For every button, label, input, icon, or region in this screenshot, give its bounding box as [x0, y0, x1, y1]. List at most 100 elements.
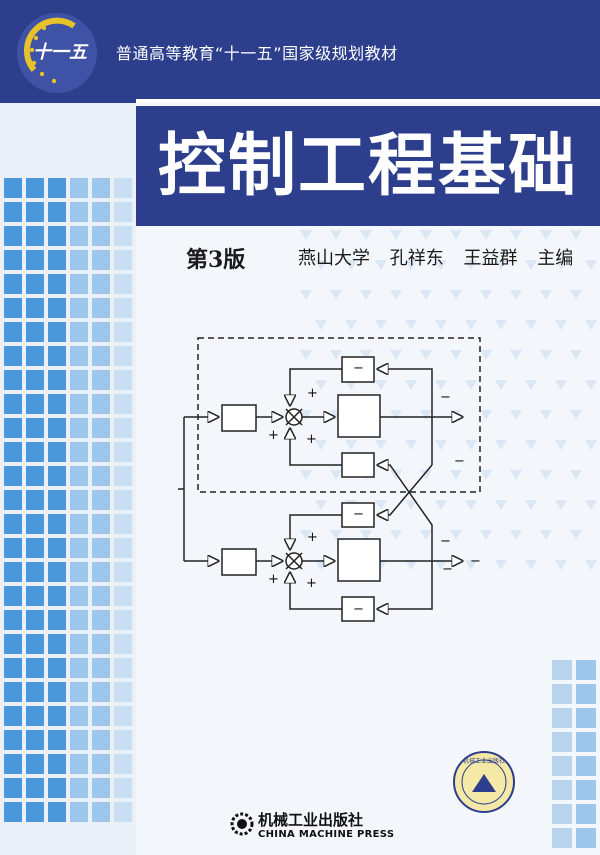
pattern-tile [552, 756, 572, 776]
pattern-tile [26, 586, 44, 606]
pattern-triangle [360, 350, 372, 360]
pattern-triangle [390, 410, 402, 420]
pattern-tile [114, 490, 132, 510]
pattern-triangle [435, 260, 447, 270]
pattern-triangle [525, 560, 537, 570]
pattern-triangle [420, 350, 432, 360]
pattern-tile [552, 708, 572, 728]
pattern-triangle [555, 440, 567, 450]
sign-bot-feedback: − [353, 507, 364, 522]
seal-text: 机械工业出版社 [463, 757, 505, 765]
pattern-tile [70, 562, 88, 582]
pattern-tile [70, 394, 88, 414]
pattern-tile [92, 754, 110, 774]
pattern-tile [26, 226, 44, 246]
publisher-gear-icon [230, 812, 254, 836]
publisher-english: CHINA MACHINE PRESS [258, 829, 395, 840]
sign-top-out-b: − [454, 454, 465, 469]
pattern-triangle [570, 470, 582, 480]
pattern-triangle [360, 290, 372, 300]
pattern-tile [4, 586, 22, 606]
pattern-tile [4, 466, 22, 486]
pattern-tile [4, 610, 22, 630]
pattern-tile [114, 274, 132, 294]
pattern-tile [92, 274, 110, 294]
pattern-triangle [330, 470, 342, 480]
pattern-triangle [435, 320, 447, 330]
sign-top-out-a: − [440, 390, 451, 405]
pattern-triangle [420, 530, 432, 540]
pattern-tile [70, 178, 88, 198]
header-band [0, 0, 600, 103]
pattern-triangle [300, 410, 312, 420]
pattern-tile [114, 610, 132, 630]
pattern-tile [4, 274, 22, 294]
pattern-triangle [585, 500, 597, 510]
pattern-triangle [465, 500, 477, 510]
pattern-triangle [450, 230, 462, 240]
pattern-tile [4, 754, 22, 774]
pattern-triangle [555, 560, 567, 570]
pattern-triangle [585, 260, 597, 270]
pattern-triangle [495, 440, 507, 450]
pattern-triangle [495, 380, 507, 390]
title-box [136, 106, 600, 226]
sign-top-feedback: − [353, 361, 364, 376]
sign-bot-out-b: − [470, 554, 481, 569]
pattern-triangle [555, 320, 567, 330]
pattern-triangle [450, 290, 462, 300]
pattern-tile [4, 202, 22, 222]
pattern-tile [26, 682, 44, 702]
pattern-tile [92, 202, 110, 222]
pattern-tile [26, 658, 44, 678]
pattern-triangle [435, 500, 447, 510]
pattern-triangle [435, 560, 447, 570]
pattern-tile [92, 514, 110, 534]
pattern-tile [4, 778, 22, 798]
pattern-triangle [405, 380, 417, 390]
pattern-tile [552, 732, 572, 752]
pattern-triangle [525, 320, 537, 330]
edition-label: 第3版 [186, 247, 246, 273]
pattern-triangle [300, 530, 312, 540]
author-affiliation: 燕山大学 [298, 248, 370, 269]
pattern-triangle [495, 260, 507, 270]
pattern-triangle [525, 500, 537, 510]
pattern-tile [26, 442, 44, 462]
pattern-triangle [465, 440, 477, 450]
pattern-tile [114, 682, 132, 702]
pattern-tile [26, 298, 44, 318]
pattern-triangle [480, 230, 492, 240]
pattern-tile [114, 562, 132, 582]
pattern-tile [552, 828, 572, 848]
pattern-tile [576, 684, 596, 704]
pattern-tile [26, 562, 44, 582]
pattern-triangle [405, 560, 417, 570]
pattern-tile [26, 274, 44, 294]
bottom-feedback2-block [341, 596, 375, 622]
pattern-tile [48, 754, 66, 774]
pattern-tile [4, 802, 22, 822]
pattern-triangle [315, 500, 327, 510]
pattern-tile [48, 682, 66, 702]
pattern-triangle [480, 470, 492, 480]
block-diagram: − + + + − − − + + + − − − − [178, 337, 481, 622]
sign-bot-feedback2: − [353, 602, 364, 617]
pattern-triangle [495, 560, 507, 570]
pattern-triangle [540, 290, 552, 300]
pattern-triangle [570, 350, 582, 360]
pattern-tile [576, 732, 596, 752]
pattern-tile [70, 538, 88, 558]
pattern-tile [4, 634, 22, 654]
pattern-tile [4, 658, 22, 678]
pattern-tile [92, 538, 110, 558]
pattern-tile [4, 490, 22, 510]
pattern-tile [70, 418, 88, 438]
pattern-tile [92, 802, 110, 822]
pattern-triangle [540, 230, 552, 240]
pattern-tile [26, 322, 44, 342]
author-name-2: 王益群 [463, 248, 518, 269]
pattern-tile [48, 778, 66, 798]
pattern-triangle [450, 350, 462, 360]
